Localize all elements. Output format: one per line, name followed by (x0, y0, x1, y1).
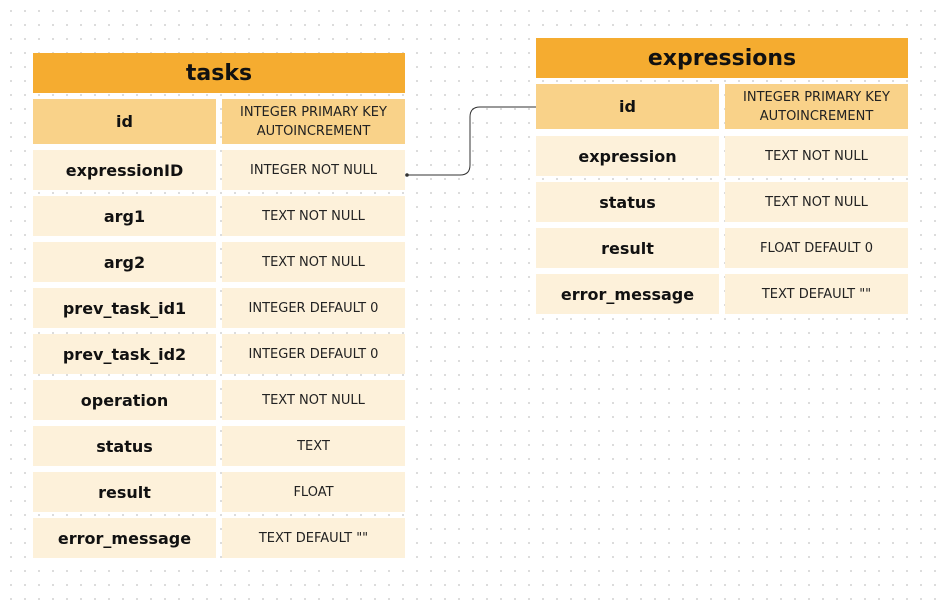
column-name: id (33, 99, 216, 144)
column-type: TEXT NOT NULL (222, 380, 405, 420)
column-name: arg1 (33, 196, 216, 236)
column-name: expressionID (33, 150, 216, 190)
column-name: result (536, 228, 719, 268)
relation-endpoint-dot (405, 173, 409, 177)
column-type: TEXT (222, 426, 405, 466)
column-type: TEXT NOT NULL (725, 136, 908, 176)
column-name: prev_task_id1 (33, 288, 216, 328)
column-type: TEXT NOT NULL (725, 182, 908, 222)
column-name: prev_task_id2 (33, 334, 216, 374)
column-type: TEXT NOT NULL (222, 196, 405, 236)
column-name: error_message (33, 518, 216, 558)
column-type: FLOAT DEFAULT 0 (725, 228, 908, 268)
column-type: TEXT NOT NULL (222, 242, 405, 282)
column-name: status (33, 426, 216, 466)
column-type: FLOAT (222, 472, 405, 512)
column-type: INTEGER DEFAULT 0 (222, 334, 405, 374)
column-name: expression (536, 136, 719, 176)
column-name: status (536, 182, 719, 222)
column-type: INTEGER PRIMARY KEY AUTOINCREMENT (725, 84, 908, 129)
tasks-table-title: tasks (33, 53, 405, 93)
column-name: id (536, 84, 719, 129)
column-name: operation (33, 380, 216, 420)
column-type: INTEGER NOT NULL (222, 150, 405, 190)
column-name: error_message (536, 274, 719, 314)
column-name: result (33, 472, 216, 512)
expressionid-to-id-relation-line (407, 106, 536, 176)
column-name: arg2 (33, 242, 216, 282)
expressions-table-title: expressions (536, 38, 908, 78)
column-type: TEXT DEFAULT "" (725, 274, 908, 314)
column-type: TEXT DEFAULT "" (222, 518, 405, 558)
column-type: INTEGER DEFAULT 0 (222, 288, 405, 328)
column-type: INTEGER PRIMARY KEY AUTOINCREMENT (222, 99, 405, 144)
